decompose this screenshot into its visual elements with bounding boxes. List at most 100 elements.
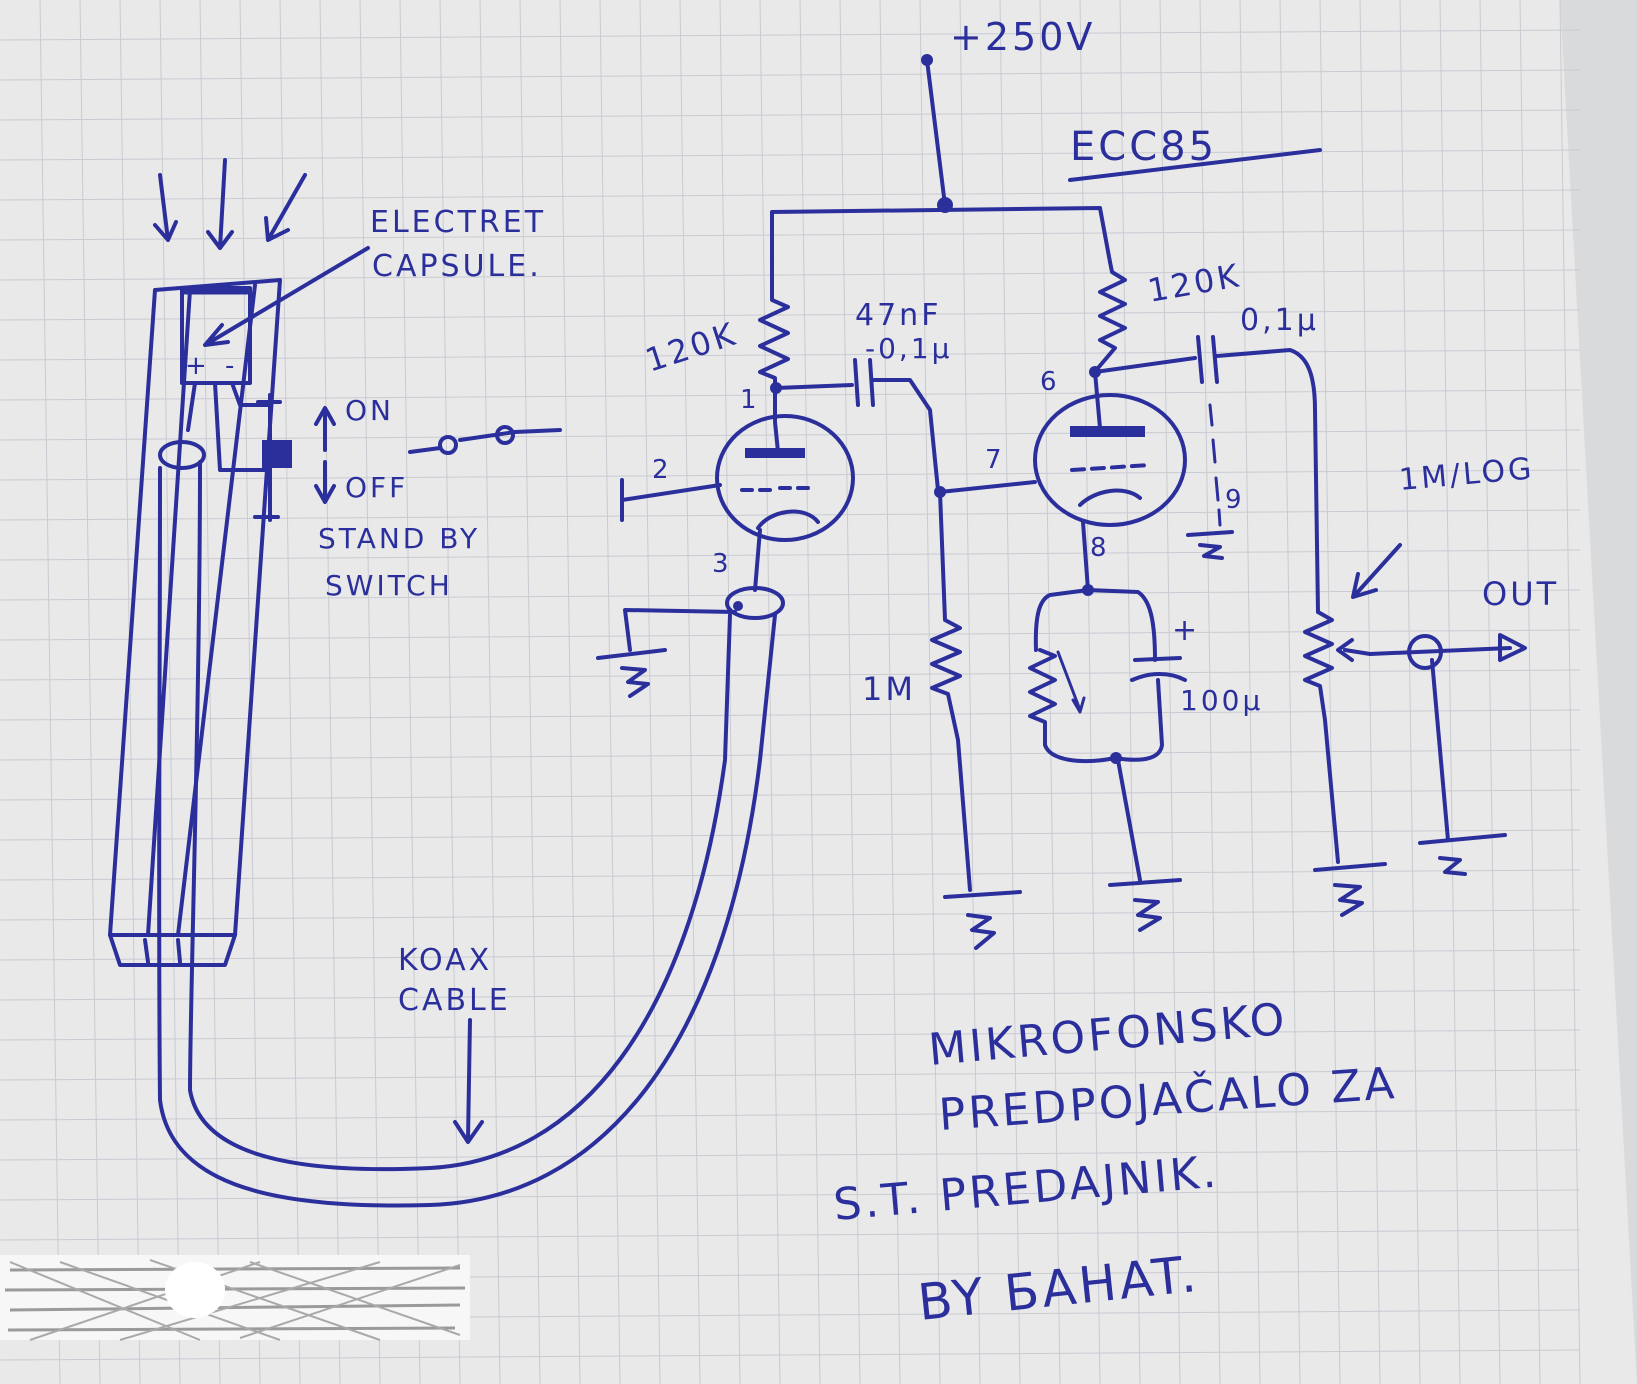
c-coupling1-alt-label: -0,1μ — [865, 332, 952, 365]
microphone-body — [108, 278, 282, 967]
grid-line — [0, 229, 1581, 241]
coupling-cap-1 — [774, 358, 940, 492]
ground-grid2 — [943, 890, 1022, 950]
grid-line — [0, 69, 1581, 81]
resistor-grid2 — [930, 490, 972, 892]
grid-line — [159, 0, 181, 1384]
koax-cable — [157, 460, 785, 1208]
r-grid2-label: 1M — [862, 670, 916, 708]
grid-line — [0, 1349, 1581, 1361]
grid-line — [0, 1029, 1581, 1041]
grid-line — [0, 629, 1581, 641]
cable-pointer-arrow — [453, 1018, 484, 1144]
grid-line — [0, 189, 1581, 201]
grid-line — [319, 0, 341, 1384]
switch-on-label: ON — [345, 394, 394, 427]
switch-off-label: OFF — [345, 471, 408, 504]
capsule-plus: + — [185, 351, 210, 381]
grid-line — [0, 989, 1581, 1001]
grid-line — [39, 0, 61, 1384]
grid-line — [0, 749, 1581, 761]
grid-line — [0, 109, 1581, 121]
resistor-plate2 — [1096, 260, 1127, 370]
grid-line — [0, 1149, 1581, 1161]
c-cathode-plus-label: + — [1172, 613, 1200, 648]
resistor-plate1 — [758, 260, 790, 422]
grid-line — [1279, 0, 1301, 1384]
grid-line — [1559, 0, 1581, 1384]
grid-line — [1239, 0, 1261, 1384]
cathode-network — [1028, 584, 1187, 932]
volume-pot — [1303, 543, 1402, 917]
pin6-label: 6 — [1040, 367, 1060, 397]
grid-line — [0, 389, 1581, 401]
mic-internal-wiring — [158, 381, 292, 522]
pin7-label: 7 — [985, 445, 1005, 475]
grid-line — [0, 309, 1581, 321]
grid-line — [0, 949, 1581, 961]
grid-line — [919, 0, 941, 1384]
grid-line — [639, 0, 661, 1384]
grid-line — [0, 829, 1581, 841]
grid-line — [1199, 0, 1221, 1384]
tube-label: ECC85 — [1070, 124, 1217, 170]
supply-label: +250V — [950, 15, 1095, 59]
electret-capsule: + - — [180, 286, 252, 385]
grid-line — [0, 789, 1581, 801]
supply-rail — [770, 54, 1112, 264]
grid-line — [0, 909, 1581, 921]
grid-line — [359, 0, 381, 1384]
grid-line — [519, 0, 541, 1384]
grid-line — [119, 0, 141, 1384]
redacted-signature — [0, 1255, 470, 1341]
grid-line — [0, 1069, 1581, 1081]
c-coupling2-label: 0,1μ — [1240, 303, 1319, 338]
grid-line — [0, 669, 1581, 681]
grid-line — [599, 0, 621, 1384]
grid-line — [839, 0, 861, 1384]
coupling-cap-2 — [1093, 335, 1320, 614]
grid-line — [1159, 0, 1181, 1384]
grid-line — [1319, 0, 1341, 1384]
grid-line — [0, 1229, 1581, 1241]
cable-label-line1: KOAX — [398, 943, 492, 978]
capsule-label-line2: CAPSULE. — [372, 249, 542, 284]
grid-line — [559, 0, 581, 1384]
tube-label-underline — [1068, 148, 1322, 182]
grid-line — [799, 0, 821, 1384]
sound-arrows — [153, 158, 307, 250]
capsule-pointer-arrow — [203, 246, 370, 347]
grid-line — [79, 0, 101, 1384]
grid-line — [399, 0, 421, 1384]
grid-line — [759, 0, 781, 1384]
standby-switch: ON OFF STAND BY SWITCH — [314, 394, 562, 602]
grid-line — [0, 709, 1581, 721]
grid-line — [679, 0, 701, 1384]
pin1-label: 1 — [740, 385, 760, 415]
grid-line — [1359, 0, 1381, 1384]
triode-1 — [620, 414, 855, 592]
grid-line — [0, 1109, 1581, 1121]
paper-grid — [0, 0, 1581, 1384]
grid-line — [199, 0, 221, 1384]
grid-line — [879, 0, 901, 1384]
grid-line — [0, 269, 1581, 281]
capsule-label-line1: ELECTRET — [370, 205, 546, 240]
capsule-minus: - — [225, 351, 237, 381]
grid-line — [0, 29, 1581, 41]
pin9-label: 9 — [1225, 485, 1245, 515]
pin3-label: 3 — [712, 549, 732, 579]
cable-label-line2: CABLE — [398, 983, 511, 1018]
cable-shield-ground — [596, 608, 737, 698]
switch-caption-line2: SWITCH — [325, 569, 453, 602]
grid-line — [0, 1189, 1581, 1201]
c-cathode-label: 100μ — [1180, 684, 1263, 717]
grid-line — [0, 349, 1581, 361]
switch-caption-line1: STAND BY — [318, 522, 480, 555]
grid2-wire — [938, 480, 1037, 494]
grid-line — [1119, 0, 1141, 1384]
c-coupling1-label: 47nF — [855, 298, 941, 333]
